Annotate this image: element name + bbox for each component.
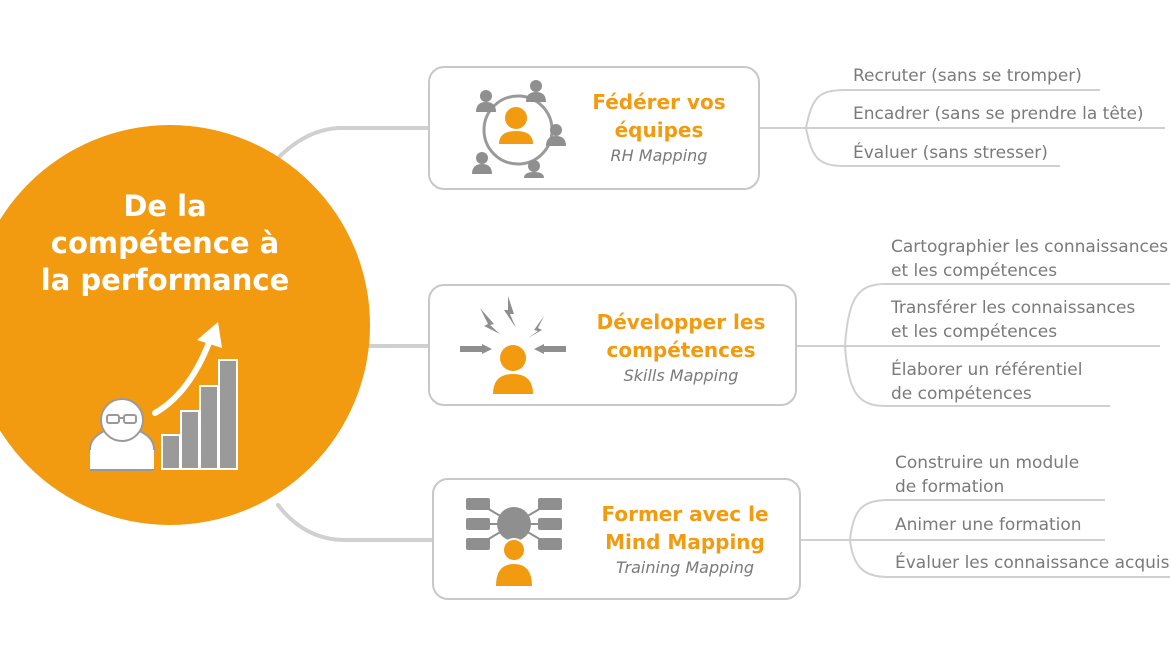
link-branch-1 <box>274 126 430 162</box>
mindmap-person-icon <box>466 498 562 586</box>
leaf-item: Élaborer un référentiel de compétences <box>891 358 1082 406</box>
central-title: De la compétence à la performance <box>10 188 320 299</box>
central-title-line: compétence à <box>50 226 280 260</box>
leaf-line: de compétences <box>891 384 1032 404</box>
leaf-item: Évaluer les connaissance acquises <box>895 551 1170 575</box>
growth-chart-person-icon <box>89 322 238 471</box>
underline-leaf-2-3 <box>844 345 1110 407</box>
branch-subtitle: RH Mapping <box>610 146 708 165</box>
team-circle-icon <box>472 80 566 178</box>
branch-card-training-mapping[interactable]: Former avec le Mind Mapping Training Map… <box>432 478 801 600</box>
branch-text: Développer les compétences Skills Mappin… <box>578 308 784 387</box>
leaf-item: Recruter (sans se tromper) <box>853 64 1082 88</box>
underline-leaf-1-1 <box>805 89 1100 129</box>
leaf-item: Encadrer (sans se prendre la tête) <box>853 102 1144 126</box>
underline-leaf-2-1 <box>844 283 1170 347</box>
branch-subtitle: Skills Mapping <box>623 366 739 385</box>
central-title-line: De la <box>123 189 207 223</box>
leaf-line: et les compétences <box>891 261 1058 281</box>
leaf-item: Cartographier les connaissances et les c… <box>891 235 1168 283</box>
leaf-line: Évaluer (sans stresser) <box>853 143 1048 163</box>
leaf-item: Évaluer (sans stresser) <box>853 141 1048 165</box>
branch-subtitle: Training Mapping <box>616 558 754 577</box>
underline-leaf-1-3 <box>805 127 1060 167</box>
branch-card-rh-mapping[interactable]: Fédérer vos équipes RH Mapping <box>428 66 760 190</box>
leaf-item: Animer une formation <box>895 513 1082 537</box>
leaf-item: Construire un module de formation <box>895 451 1079 499</box>
leaf-line: de formation <box>895 477 1005 497</box>
leaf-line: Recruter (sans se tromper) <box>853 66 1082 86</box>
person-spark-icon <box>460 296 566 394</box>
leaf-line: Élaborer un référentiel <box>891 360 1083 380</box>
link-branch-3 <box>276 503 434 542</box>
branch-title-line: compétences <box>606 338 756 362</box>
leaf-line: Encadrer (sans se prendre la tête) <box>853 104 1144 124</box>
branch-card-skills-mapping[interactable]: Développer les compétences Skills Mappin… <box>428 284 797 406</box>
branch-title-line: équipes <box>614 118 704 142</box>
branch-title-line: Fédérer vos <box>592 90 726 114</box>
branch-text: Fédérer vos équipes RH Mapping <box>570 88 748 167</box>
branch-title-line: Développer les <box>596 310 766 334</box>
leaf-item: Transférer les connaissances et les comp… <box>891 296 1135 344</box>
central-title-line: la performance <box>40 263 290 297</box>
underline-leaf-3-1 <box>849 499 1105 541</box>
leaf-line: et les compétences <box>891 322 1058 342</box>
leaf-line: Construire un module <box>895 453 1080 473</box>
leaf-line: Évaluer les connaissance acquises <box>895 553 1170 573</box>
leaf-line: Cartographier les connaissances <box>891 237 1169 257</box>
branch-title-line: Former avec le <box>601 502 769 526</box>
branch-title-line: Mind Mapping <box>605 530 765 554</box>
leaf-line: Animer une formation <box>895 515 1082 535</box>
branch-text: Former avec le Mind Mapping Training Map… <box>582 500 788 579</box>
underline-leaf-3-3 <box>849 539 1170 578</box>
leaf-line: Transférer les connaissances <box>891 298 1136 318</box>
